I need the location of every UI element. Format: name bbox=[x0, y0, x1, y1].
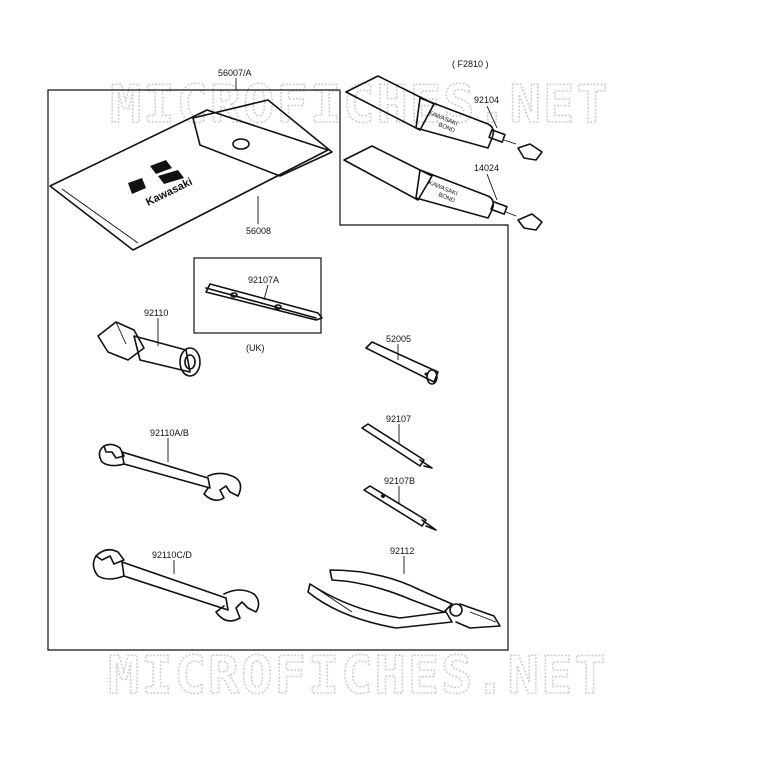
kawasaki-logo: Kawasaki bbox=[128, 160, 194, 209]
handle-bar-52005 bbox=[365, 341, 439, 385]
uk-box bbox=[193, 257, 322, 334]
spark-plug-wrench bbox=[97, 321, 201, 377]
screwdriver-tip-92107 bbox=[361, 423, 433, 469]
tool-bag bbox=[49, 99, 333, 251]
label-56007-a: 56007/A bbox=[218, 68, 252, 78]
wrench-92110ab bbox=[98, 443, 242, 502]
label-92107b: 92107B bbox=[384, 476, 415, 486]
label-52005: 52005 bbox=[386, 334, 411, 344]
label-56008: 56008 bbox=[246, 226, 271, 236]
wrench-92110cd bbox=[92, 548, 260, 622]
figure-code: ( F2810 ) bbox=[452, 59, 489, 69]
label-92107a: 92107A bbox=[248, 275, 279, 285]
label-92112: 92112 bbox=[390, 546, 414, 556]
leader-92107a bbox=[263, 284, 269, 301]
watermark-top: MICROFICHES.NET bbox=[110, 75, 610, 135]
label-92110cd: 92110C/D bbox=[152, 550, 192, 560]
label-92107: 92107 bbox=[386, 414, 411, 424]
leader-92104 bbox=[486, 105, 498, 129]
pliers-92112 bbox=[307, 569, 501, 629]
watermark-bottom: MICROFICHES.NET bbox=[108, 646, 608, 706]
assembly-frame bbox=[47, 89, 509, 651]
label-uk: (UK) bbox=[246, 343, 265, 353]
screwdriver-92107a bbox=[205, 283, 323, 321]
bond-tube-lower: KAWASAKI BOND bbox=[343, 145, 543, 231]
label-14024: 14024 bbox=[474, 163, 499, 173]
leader-14024 bbox=[486, 173, 498, 201]
label-92104: 92104 bbox=[474, 95, 499, 105]
screwdriver-tip-92107b bbox=[363, 485, 437, 531]
label-92110ab: 92110A/B bbox=[150, 428, 189, 438]
label-92110: 92110 bbox=[144, 308, 168, 318]
